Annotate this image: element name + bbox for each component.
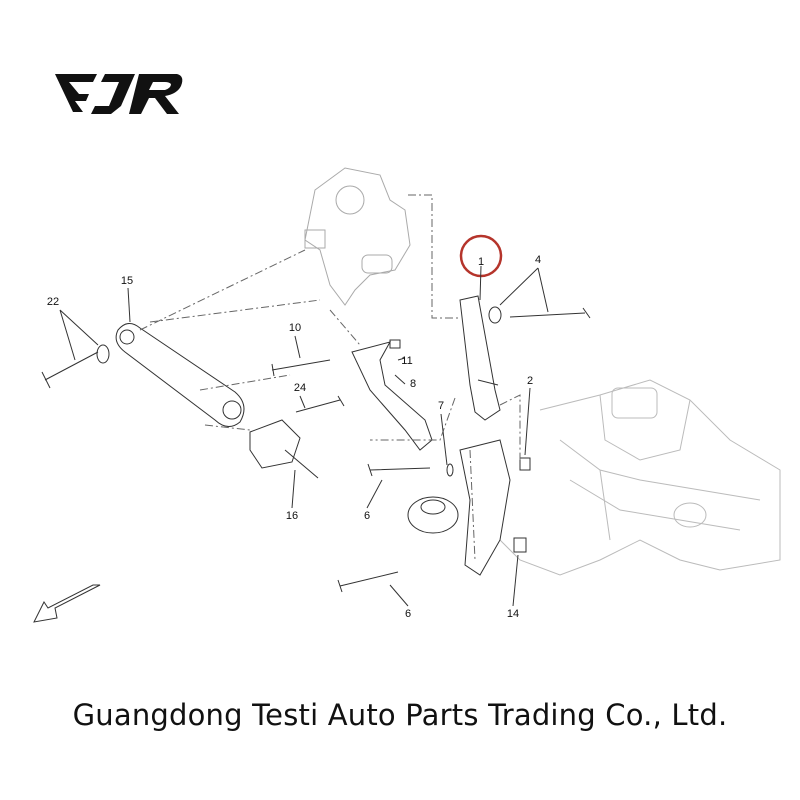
- callout-6-lower: 6: [404, 608, 412, 620]
- callout-24: 24: [293, 382, 307, 394]
- callout-1: 1: [477, 256, 485, 268]
- callout-15: 15: [120, 275, 134, 287]
- part-1-link: [459, 295, 501, 421]
- callout-2: 2: [526, 375, 534, 387]
- part-8-arm: [351, 341, 433, 451]
- callout-7: 7: [437, 400, 445, 412]
- bolts: [41, 306, 591, 593]
- guide-lines: [139, 194, 521, 561]
- lower-mount: [407, 439, 511, 576]
- company-name: Guangdong Testi Auto Parts Trading Co., …: [72, 698, 728, 732]
- callout-8: 8: [409, 378, 417, 390]
- fjr-logo: [55, 74, 183, 114]
- leader-lines: [59, 265, 549, 607]
- callout-14: 14: [506, 608, 520, 620]
- direction-arrow: [33, 584, 101, 623]
- callout-16: 16: [285, 510, 299, 522]
- callout-6-upper: 6: [363, 510, 371, 522]
- callout-11: 11: [401, 355, 413, 367]
- knuckle: [304, 167, 411, 306]
- callout-10: 10: [288, 322, 302, 334]
- part-16-bracket: [249, 419, 301, 469]
- part-15-arm: [115, 323, 245, 427]
- callout-22: 22: [46, 296, 60, 308]
- subframe: [499, 379, 781, 576]
- callout-4: 4: [534, 254, 542, 266]
